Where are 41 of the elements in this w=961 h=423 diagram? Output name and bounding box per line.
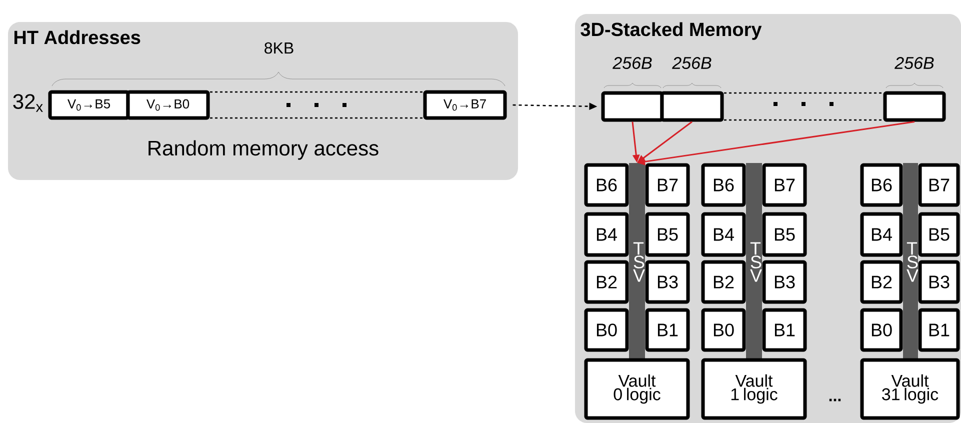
bank-box: B0: [584, 308, 629, 352]
node-label: Random memory access: [148, 140, 378, 160]
panel-title: HT Addresses: [14, 30, 140, 44]
bank-box: B4: [584, 212, 629, 257]
bank-box: B0: [860, 308, 903, 352]
size-label: 256B: [612, 56, 652, 70]
text-label: ...: [829, 398, 841, 402]
bank-box: B7: [762, 163, 807, 207]
vault-logic-box: Vault 1 logic: [701, 358, 807, 420]
bank-box: B3: [762, 260, 807, 304]
bank-box: B6: [860, 163, 903, 207]
bank-box: B5: [762, 212, 807, 257]
address-entry: V$_{0}$→B5: [48, 90, 130, 120]
bank-box: B2: [701, 260, 746, 304]
bank-box: B1: [918, 308, 960, 352]
bank-box: B0: [701, 308, 746, 352]
bank-box: B4: [701, 212, 746, 257]
row-buffer: [660, 91, 724, 122]
bank-box: B4: [860, 212, 903, 257]
bank-box: B6: [701, 163, 746, 207]
bank-box: B5: [918, 212, 960, 257]
bank-box: B7: [645, 163, 690, 207]
size-label: 256B: [672, 56, 712, 70]
vault-logic-box: Vault 31 logic: [860, 358, 960, 420]
address-entry: V$_{0}$→B7: [423, 90, 507, 120]
bank-box: B2: [860, 260, 903, 304]
bank-box: B1: [762, 308, 807, 352]
address-entry: V$_{0}$→B0: [126, 90, 210, 120]
bank-box: B2: [584, 260, 629, 304]
row-buffer: [883, 91, 946, 122]
text-label: 8KB: [264, 42, 294, 54]
size-label: 256B: [894, 56, 934, 70]
bank-box: B3: [645, 260, 690, 304]
bank-box: B3: [918, 260, 960, 304]
bank-box: B1: [645, 308, 690, 352]
panel-title: 3D-Stacked Memory: [580, 22, 762, 40]
bank-box: B7: [918, 163, 960, 207]
vault-logic-box: Vault 0 logic: [584, 358, 690, 420]
row-buffer: [601, 91, 664, 122]
bank-box: B6: [584, 163, 629, 207]
bank-box: B5: [645, 212, 690, 257]
